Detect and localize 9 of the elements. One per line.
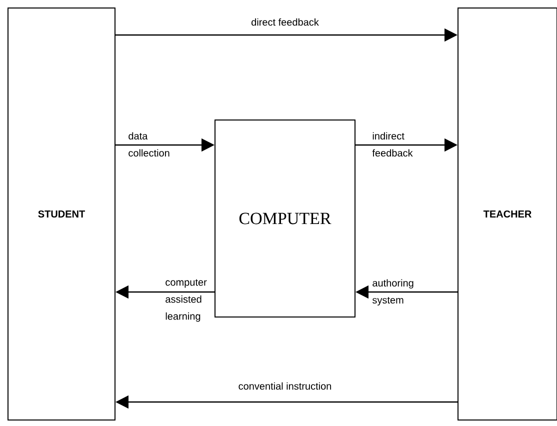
actor-box: TEACHER [458,8,557,420]
edge-label: data collection [128,132,170,157]
edge-label: authoring system [372,279,414,306]
edge-label: direct feedback [252,18,319,26]
process-box: COMPUTER [214,120,356,318]
actor-box: STUDENT [8,8,116,420]
edge-label: convential instruction [238,382,332,390]
edge-label: indirect feedback [372,132,413,157]
edge-label: computer assisted learning [166,279,207,322]
